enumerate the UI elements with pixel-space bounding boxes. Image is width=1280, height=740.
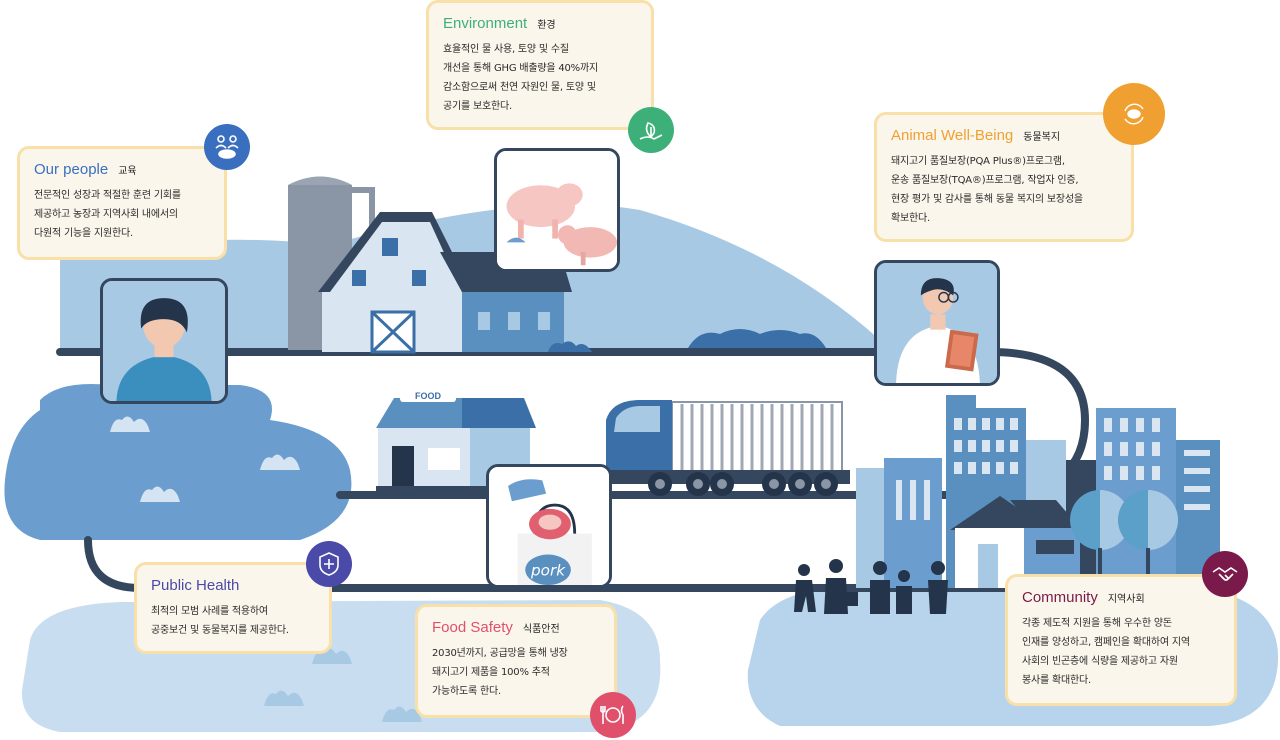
card-subtitle: 동물복지 [1023,132,1061,143]
card-body: 전문적인 성장과 적절한 훈련 기회를 제공하고 농장과 지역사회 내에서의 다… [34,190,181,239]
card-body: 돼지고기 품질보장(PQA Plus®)프로그램, 운송 품질보장(TQA®)프… [891,156,1083,224]
card-subtitle: 식품안전 [522,624,560,635]
leaf-hand-icon [628,107,674,153]
worker-photo [100,278,228,404]
card-title: Food Safety [432,619,513,636]
card-subtitle: 교육 [118,166,137,177]
card-subtitle: 지역사회 [1107,594,1145,605]
bag-label: pork [530,561,566,579]
card-animal-well-being: Animal Well-Being 동물복지 돼지고기 품질보장(PQA Plu… [874,112,1134,242]
card-food-safety: Food Safety 식품안전 2030년까지, 공급망을 통해 냉장 돼지고… [415,604,617,718]
people-pig-icon [204,124,250,170]
card-body: 각종 제도적 지원을 통해 우수한 양돈 인재를 양성하고, 캠페인을 확대하여… [1022,618,1190,686]
card-community: Community 지역사회 각종 제도적 지원을 통해 우수한 양돈 인재를 … [1005,574,1237,706]
card-subtitle: 환경 [537,20,556,31]
card-environment: Environment 환경 효율적인 물 사용, 토양 및 수질 개선을 통해… [426,0,654,130]
card-public-health: Public Health 최적의 모범 사례를 적용하여 공중보건 및 동물복… [134,562,332,654]
card-body: 효율적인 물 사용, 토양 및 수질 개선을 통해 GHG 배출량을 40%까지… [443,44,598,112]
shield-cross-icon [306,541,352,587]
card-title: Animal Well-Being [891,127,1014,144]
pigs-photo [494,148,620,272]
truck [600,400,850,496]
card-title: Our people [34,161,109,178]
handshake-icon [1202,551,1248,597]
card-body: 최적의 모범 사례를 적용하여 공중보건 및 동물복지를 제공한다. [151,606,289,636]
pig-cycle-icon [1103,83,1165,145]
city-buildings [856,395,1220,588]
store-sign: FOOD [415,391,441,401]
left-cloud-ground [4,384,352,540]
pork-bag-photo: pork [486,464,612,588]
card-title: Public Health [151,577,240,594]
plate-cutlery-icon [590,692,636,738]
people-silhouettes [794,559,948,614]
vet-photo [874,260,1000,386]
card-our-people: Our people 교육 전문적인 성장과 적절한 훈련 기회를 제공하고 농… [17,146,227,260]
card-title: Community [1022,589,1098,606]
card-title: Environment [443,15,528,32]
card-body: 2030년까지, 공급망을 통해 냉장 돼지고기 제품을 100% 추적 가능하… [432,648,568,697]
